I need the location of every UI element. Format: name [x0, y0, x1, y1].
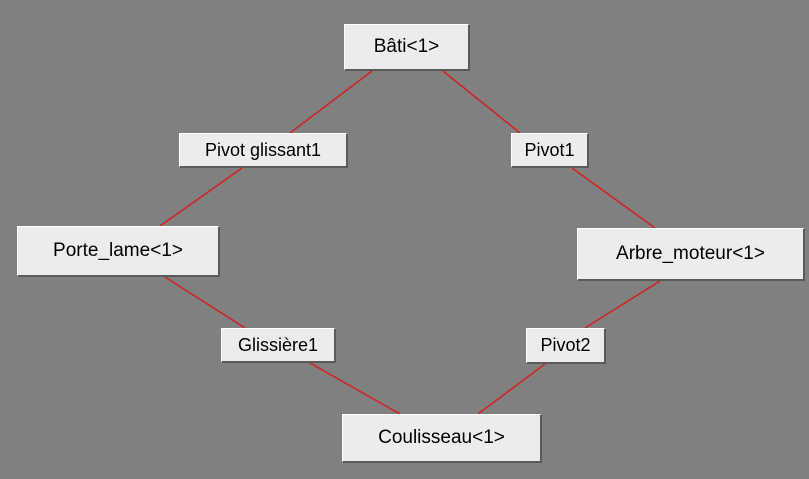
link-bati-pivot-glissant1: [289, 70, 373, 134]
joint-glissiere1-label: Glissière1: [237, 334, 319, 355]
joint-pivot-glissant1[interactable]: Pivot glissant1: [179, 133, 348, 168]
part-porte-lame[interactable]: Porte_lame<1>: [17, 226, 220, 277]
link-pivot1-arbre-moteur: [571, 167, 656, 229]
joint-pivot1[interactable]: Pivot1: [511, 133, 589, 168]
link-porte-lame-glissiere1: [164, 276, 246, 329]
part-bati[interactable]: Bâti<1>: [344, 24, 470, 71]
part-bati-label: Bâti<1>: [373, 36, 440, 57]
part-porte-lame-label: Porte_lame<1>: [53, 240, 183, 261]
part-coulisseau-label: Coulisseau<1>: [378, 427, 505, 448]
link-arbre-moteur-pivot2: [584, 280, 661, 329]
joint-pivot1-label: Pivot1: [524, 139, 575, 160]
joint-glissiere1[interactable]: Glissière1: [221, 328, 336, 363]
link-pivot2-coulisseau: [477, 363, 546, 415]
link-glissiere1-coulisseau: [309, 362, 401, 415]
joint-pivot2-label: Pivot2: [540, 335, 591, 355]
link-pivot-glissant1-porte-lame: [159, 167, 243, 227]
joint-pivot-glissant1-label: Pivot glissant1: [204, 139, 322, 160]
link-bati-pivot1: [442, 70, 521, 134]
joint-pivot2[interactable]: Pivot2: [526, 328, 606, 364]
part-coulisseau[interactable]: Coulisseau<1>: [342, 414, 542, 463]
part-arbre-moteur-label: Arbre_moteur<1>: [616, 243, 765, 264]
part-arbre-moteur[interactable]: Arbre_moteur<1>: [577, 228, 805, 281]
